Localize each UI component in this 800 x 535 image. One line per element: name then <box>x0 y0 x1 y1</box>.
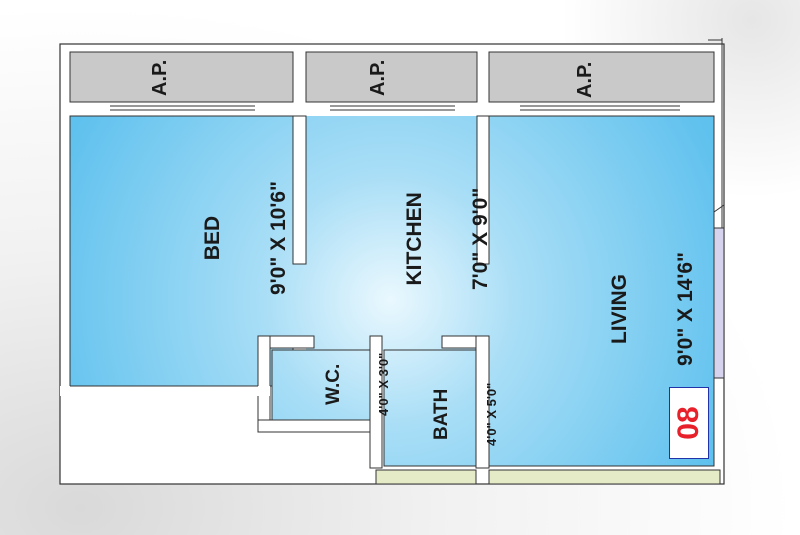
unit-number: 08 <box>672 406 705 440</box>
ap-label-kitchen: A.P. <box>367 59 389 96</box>
living-size: 9'0" X 14'6" <box>674 252 698 366</box>
windows <box>110 105 680 111</box>
wc-size: 4'0" X 3'0" <box>376 352 392 416</box>
bed-size: 9'0" X 10'6" <box>267 181 291 295</box>
living-label: LIVING 9'0" X 14'6" <box>565 252 719 366</box>
bottom-strip-left <box>375 469 477 485</box>
ap-label-bed: A.P. <box>149 59 171 96</box>
room-bed <box>69 115 294 387</box>
kitchen-label: KITCHEN 7'0" X 9'0" <box>360 188 514 290</box>
ap-strip-kitchen <box>305 51 478 103</box>
unit-number-box: 08 <box>669 387 709 459</box>
bath-label: BATH 4'0" X 5'0" <box>398 383 516 446</box>
bath-size: 4'0" X 5'0" <box>484 382 500 446</box>
room-passage <box>280 240 500 338</box>
bed-label: BED 9'0" X 10'6" <box>158 181 312 295</box>
kitchen-size: 7'0" X 9'0" <box>469 187 493 290</box>
bath-name: BATH <box>430 388 452 441</box>
wc-label: W.C. 4'0" X 3'0" <box>290 353 408 416</box>
right-balcony <box>713 227 725 379</box>
bed-name: BED <box>201 215 225 261</box>
ap-label-living: A.P. <box>574 61 596 98</box>
room-bath <box>383 349 477 467</box>
room-wc <box>271 349 371 423</box>
bottom-strip-right <box>488 469 721 485</box>
ap-strip-living <box>488 51 715 103</box>
living-name: LIVING <box>608 274 632 345</box>
internal-walls <box>60 115 490 469</box>
ap-strip-bed <box>69 51 294 103</box>
kitchen-name: KITCHEN <box>403 192 427 286</box>
wc-name: W.C. <box>322 363 344 405</box>
